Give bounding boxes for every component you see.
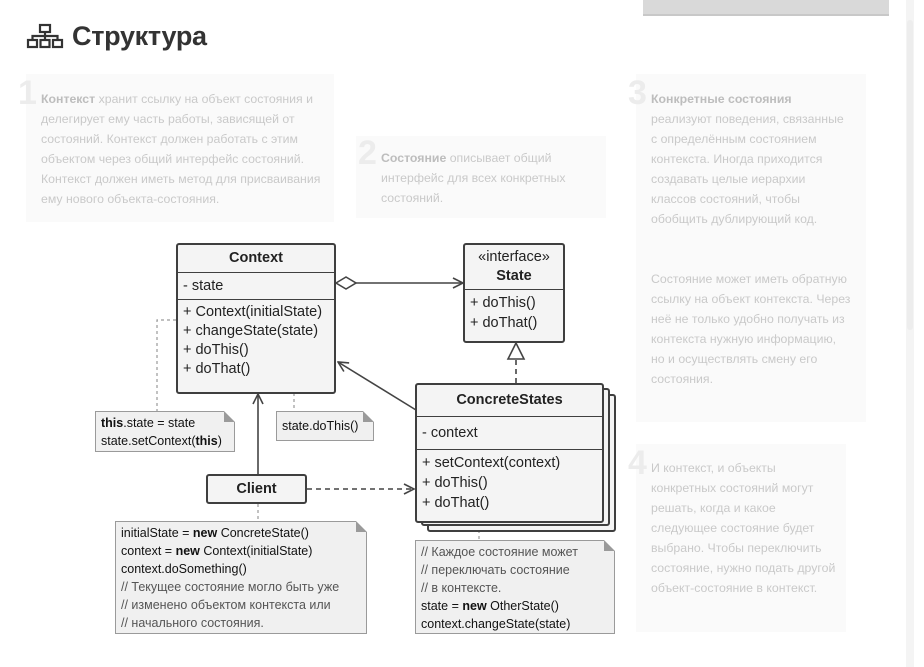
note-1-bold: Контекст <box>41 92 96 106</box>
code-comment: // переключать состояние <box>421 563 570 577</box>
code-line: state = new OtherState() <box>421 597 609 615</box>
realization-arrow <box>506 341 526 383</box>
page-title: Структура <box>26 18 207 54</box>
code-text: initialState = <box>121 526 193 540</box>
note-1-number: 1 <box>18 74 37 112</box>
concrete-methods: + setContext(context) + doThis() + doTha… <box>417 450 602 516</box>
context-method-dothat: + doThat() <box>183 361 251 377</box>
concrete-states-class: ConcreteStates - context + setContext(co… <box>415 383 604 523</box>
note-3: 3 Конкретные состояния реализуют поведен… <box>628 74 866 422</box>
code-line: initialState = new ConcreteState() <box>121 524 361 542</box>
code-text: .state = state <box>123 416 196 430</box>
client-class: Client <box>206 474 307 504</box>
keyword: this <box>195 434 218 448</box>
code-comment: // изменено объектом контекста или <box>121 598 331 612</box>
context-field-state: - state <box>183 278 224 294</box>
concrete-method-dothat: + doThat() <box>422 495 490 511</box>
note-3-text: Конкретные состояния реализуют поведения… <box>651 89 851 229</box>
code-text: context = <box>121 544 176 558</box>
code-line: this.state = state <box>101 414 229 432</box>
note-4-number: 4 <box>628 444 647 482</box>
concrete-method-dothis: + doThis() <box>422 475 488 491</box>
code-note-concrete: // Каждое состояние может // переключать… <box>415 540 615 634</box>
code-text: Context(initialState) <box>199 544 313 558</box>
state-method-dothis: + doThis() <box>470 295 536 311</box>
note-2-text: Состояние описывает общий интерфейс для … <box>381 148 596 208</box>
state-interface-header: «interface» State <box>465 245 563 290</box>
state-interface-name: State <box>496 268 532 284</box>
concrete-states-name: ConcreteStates <box>417 385 602 417</box>
keyword: new <box>192 526 218 540</box>
context-method-dothis: + doThis() <box>183 342 249 358</box>
code-comment: // Каждое состояние может <box>421 545 578 559</box>
code-note-client: initialState = new ConcreteState() conte… <box>115 521 367 634</box>
context-method-changestate: + changeState(state) <box>183 323 319 339</box>
note-2-number: 2 <box>358 134 377 172</box>
note-fold-corner <box>224 411 235 422</box>
page-title-text: Структура <box>72 20 207 51</box>
note-1-text: Контекст хранит ссылку на объект состоян… <box>41 89 331 209</box>
code-line: context.changeState(state) <box>421 617 571 631</box>
client-class-name: Client <box>236 481 277 497</box>
state-stereotype: «interface» <box>478 249 550 265</box>
context-fields: - state <box>178 273 334 300</box>
note-2-body: описывает общий интерфейс для всех конкр… <box>381 151 566 205</box>
note-4: 4 И контекст, и объекты конкретных состо… <box>628 444 846 632</box>
top-tab-bar <box>643 0 889 16</box>
note-1-body: хранит ссылку на объект состояния и деле… <box>41 92 321 206</box>
context-method-constructor: + Context(initialState) <box>183 304 323 320</box>
code-text: ConcreteState() <box>217 526 309 540</box>
association-arrow-to-context <box>338 362 417 411</box>
code-comment: // начального состояния. <box>121 616 264 630</box>
note-1: 1 Контекст хранит ссылку на объект состо… <box>18 74 334 222</box>
context-class: Context - state + Context(initialState) … <box>176 243 336 394</box>
code-comment: // в контексте. <box>421 581 502 595</box>
note-4-text: И контекст, и объекты конкретных состоян… <box>651 461 836 595</box>
note-2: 2 Состояние описывает общий интерфейс дл… <box>356 136 606 218</box>
code-line: context = new Context(initialState) <box>121 542 361 560</box>
code-line: state.doThis() <box>282 419 359 433</box>
state-methods: + doThis() + doThat() <box>465 290 563 336</box>
state-interface: «interface» State + doThis() + doThat() <box>463 243 565 343</box>
keyword: new <box>175 544 200 558</box>
keyword: new <box>462 599 487 613</box>
aggregation-arrow <box>334 276 463 290</box>
note-fold-corner <box>356 521 367 532</box>
note-3-body: реализуют поведения, связанные с определ… <box>651 112 844 226</box>
note-3-bold: Конкретные состояния <box>651 92 792 106</box>
state-method-dothat: + doThat() <box>470 315 538 331</box>
note-2-bold: Состояние <box>381 151 447 165</box>
code-line: context.doSomething() <box>121 562 247 576</box>
note-3-text-2: Состояние может иметь обратную ссылку на… <box>651 272 851 386</box>
context-class-name: Context <box>178 245 334 273</box>
code-text: OtherState() <box>486 599 559 613</box>
context-methods: + Context(initialState) + changeState(st… <box>178 300 334 382</box>
code-comment: // Текущее состояние могло быть уже <box>121 580 340 594</box>
note-fold-corner <box>363 411 374 422</box>
keyword: this <box>101 416 124 430</box>
code-line: state.setContext(this) <box>101 432 229 450</box>
note-3-number: 3 <box>628 74 647 112</box>
note-fold-corner <box>604 540 615 551</box>
structure-icon <box>26 23 64 49</box>
concrete-method-setcontext: + setContext(context) <box>422 455 561 471</box>
code-text: state = <box>421 599 463 613</box>
scrollbar-thumb[interactable] <box>907 20 913 330</box>
scrollbar[interactable] <box>906 0 914 667</box>
code-note-context-state: this.state = state state.setContext(this… <box>95 411 235 452</box>
concrete-field-context: - context <box>422 425 478 441</box>
code-text: state.setContext( <box>101 434 196 448</box>
code-text: ) <box>217 434 222 448</box>
concrete-fields: - context <box>417 417 602 450</box>
code-note-dothis: state.doThis() <box>276 411 374 441</box>
